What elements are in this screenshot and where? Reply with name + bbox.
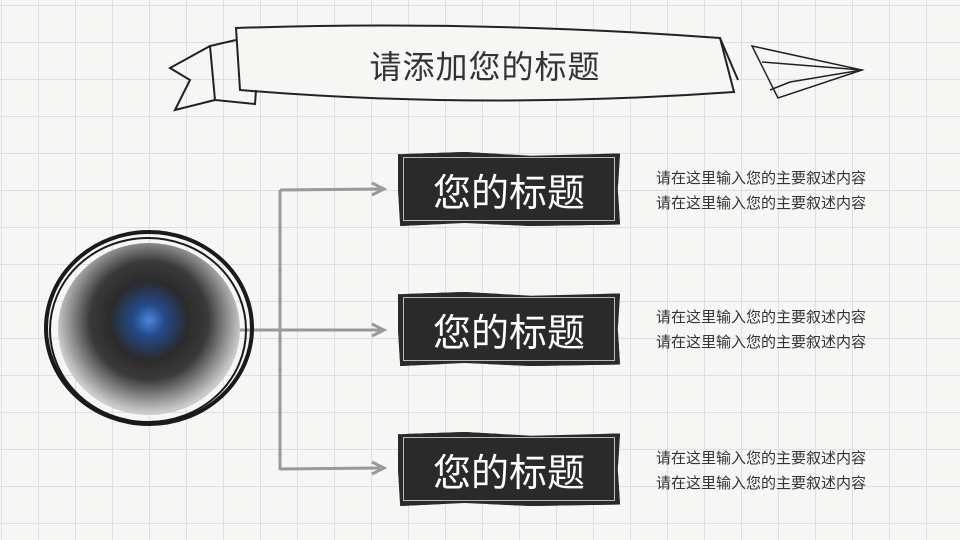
heading-box-2: 您的标题 — [398, 292, 620, 366]
description-line: 请在这里输入您的主要叙述内容 — [656, 449, 867, 467]
description-line: 请在这里输入您的主要叙述内容 — [656, 169, 867, 187]
description-line: 请在这里输入您的主要叙述内容 — [656, 333, 867, 351]
globe-hands-photo — [58, 243, 240, 415]
description-line: 请在这里输入您的主要叙述内容 — [656, 308, 867, 326]
page-title: 请添加您的标题 — [369, 48, 601, 86]
ribbon-banner — [167, 24, 739, 112]
description-2: 请在这里输入您的主要叙述内容 请在这里输入您的主要叙述内容 — [656, 305, 866, 355]
description-line: 请在这里输入您的主要叙述内容 — [656, 194, 867, 212]
paper-plane-icon — [750, 44, 865, 99]
heading-box-1: 您的标题 — [398, 152, 620, 226]
description-3: 请在这里输入您的主要叙述内容 请在这里输入您的主要叙述内容 — [656, 446, 866, 496]
description-1: 请在这里输入您的主要叙述内容 请在这里输入您的主要叙述内容 — [656, 166, 866, 216]
description-line: 请在这里输入您的主要叙述内容 — [656, 474, 867, 492]
heading-box-3: 您的标题 — [398, 432, 620, 506]
sketch-circle — [44, 230, 254, 426]
connector-lines — [240, 181, 388, 476]
